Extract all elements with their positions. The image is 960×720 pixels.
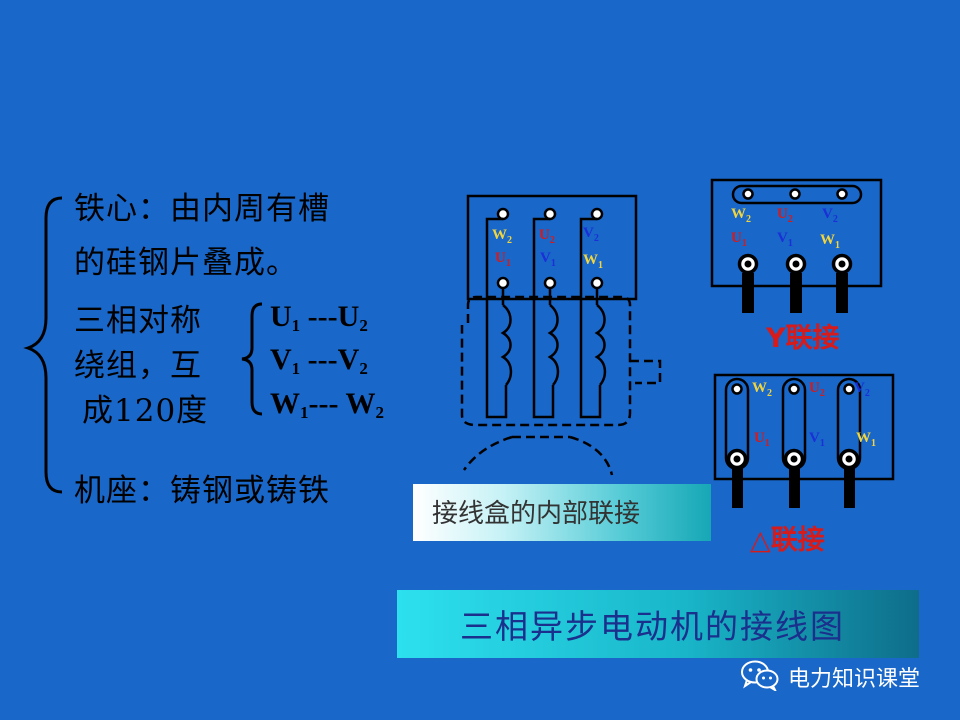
winding-brace [241,302,263,416]
winding-pair-w: W1--- W2 [270,387,384,422]
svg-text:U1: U1 [731,230,747,249]
y-connection-diagram: W2 U2 V2 U1 V1 W1 [710,178,883,313]
svg-text:V2: V2 [822,206,838,225]
svg-text:U2: U2 [809,380,825,399]
watermark: 电力知识课堂 [740,660,920,694]
svg-text:V2: V2 [854,380,870,399]
y-connection-label: Y联接 [766,323,840,354]
winding-desc-line1: 三相对称 [74,303,202,339]
svg-text:U2: U2 [777,206,793,225]
svg-text:W1: W1 [820,232,840,251]
svg-text:W2: W2 [731,206,751,225]
left-brace [23,196,63,494]
svg-text:W2: W2 [492,227,512,246]
terminal-box-diagram: W2 U2 V2 U1 V1 W1 [460,194,662,476]
core-desc-line2: 的硅钢片叠成。 [74,245,298,281]
svg-text:W1: W1 [583,252,603,271]
winding-pair-v: V1 ---V2 [270,343,368,378]
svg-text:U2: U2 [539,227,555,246]
svg-text:U1: U1 [754,430,770,449]
delta-connection-diagram: W2 U2 V2 U1 V1 W1 [713,373,895,508]
winding-desc-line3: 成120度 [82,393,209,429]
svg-text:V1: V1 [809,430,825,449]
svg-text:V1: V1 [540,250,556,269]
frame-desc: 机座：铸钢或铸铁 [74,473,330,509]
winding-pair-u: U1 ---U2 [270,300,368,335]
svg-text:W2: W2 [752,380,772,399]
terminal-box-caption-box [413,484,711,541]
svg-text:V2: V2 [583,225,599,244]
title-banner [397,590,919,658]
core-desc-line1: 铁心：由内周有槽 [74,191,330,227]
watermark-text: 电力知识课堂 [788,667,921,692]
winding-desc-line2: 绕组，互 [74,348,202,384]
svg-text:U1: U1 [495,250,511,269]
delta-connection-label: △联接 [750,525,825,556]
slide-title: 三相异步电动机的接线图 [460,607,845,646]
svg-text:V1: V1 [777,230,793,249]
terminal-box-caption: 接线盒的内部联接 [432,499,641,529]
wechat-icon [740,659,780,695]
